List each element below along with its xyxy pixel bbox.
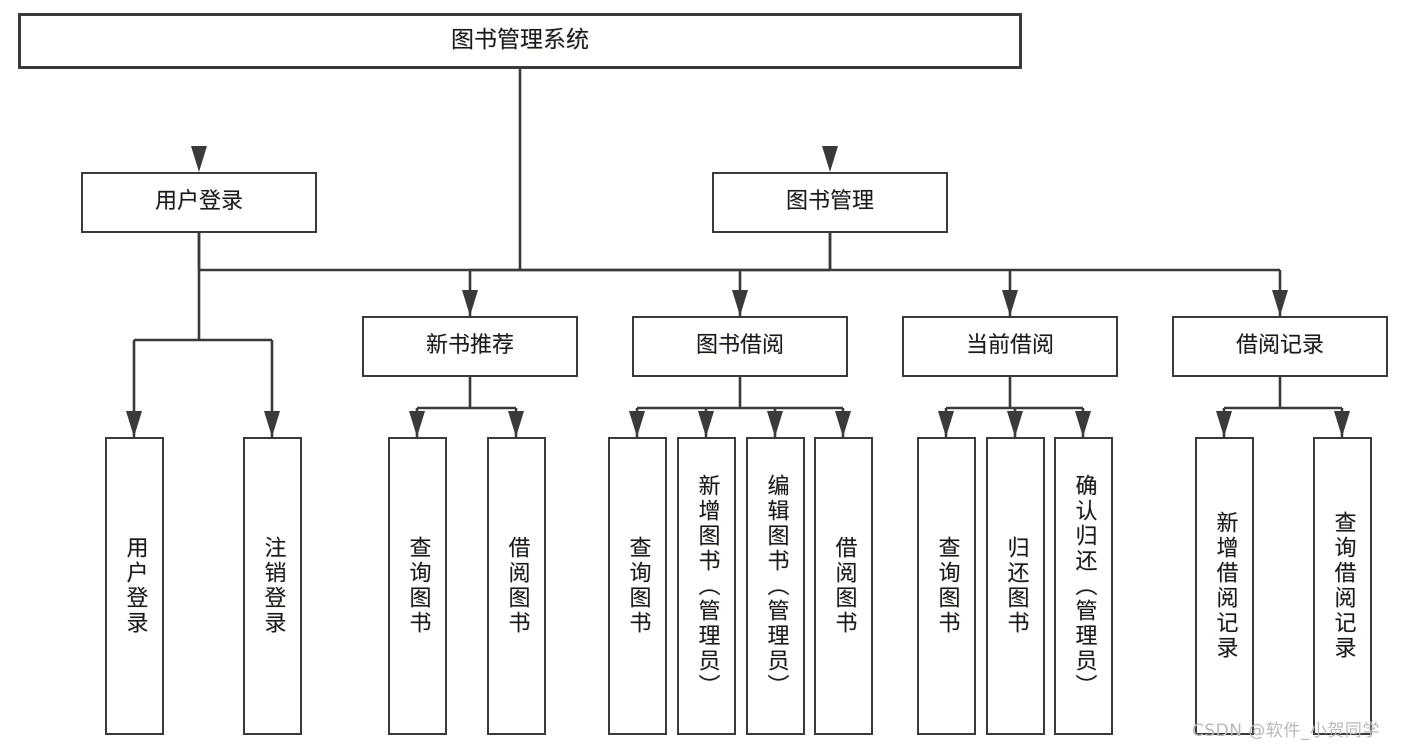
node-user-login[interactable]: 用户登录 [81, 172, 317, 233]
arrowhead-user-login-bus-1 [264, 411, 280, 437]
node-label-leaf-user-logout: 注销登录 [260, 536, 286, 636]
arrowhead-current-borrow-bus-1 [1007, 411, 1023, 437]
arrowhead-book-borrow-bus-1 [698, 411, 714, 437]
arrowhead-root-bus-0 [191, 146, 207, 172]
arrowhead-borrow-record-bus-0 [1216, 411, 1232, 437]
node-label-current-borrow: 当前借阅 [965, 333, 1054, 359]
arrowhead-new-book-bus-1 [508, 411, 524, 437]
node-label-leaf-edit-book: 编辑图书（管理员） [763, 473, 789, 699]
node-leaf-add-borrow-record[interactable]: 新增借阅记录 [1195, 437, 1254, 735]
watermark-label: CSDN @软件_小贺同学 [1192, 721, 1380, 741]
node-label-leaf-add-book: 新增图书（管理员） [694, 473, 720, 699]
node-label-leaf-query-borrow-record: 查询借阅记录 [1330, 511, 1356, 661]
node-leaf-edit-book[interactable]: 编辑图书（管理员） [746, 437, 805, 735]
arrowhead-borrow-record-bus-1 [1334, 411, 1350, 437]
arrowhead-current-borrow-bus-2 [1075, 411, 1091, 437]
arrowhead-current-borrow-bus-0 [938, 411, 954, 437]
node-leaf-user-login[interactable]: 用户登录 [105, 437, 164, 735]
arrowhead-root-bus-1 [822, 146, 838, 172]
node-leaf-query-book-3[interactable]: 查询图书 [917, 437, 976, 735]
node-leaf-borrow-book-1[interactable]: 借阅图书 [487, 437, 546, 735]
node-leaf-return-book[interactable]: 归还图书 [986, 437, 1045, 735]
node-label-leaf-query-book-1: 查询图书 [405, 536, 431, 636]
node-leaf-borrow-book-2[interactable]: 借阅图书 [814, 437, 873, 735]
node-leaf-confirm-return[interactable]: 确认归还（管理员） [1054, 437, 1113, 735]
node-label-book-borrow: 图书借阅 [695, 333, 784, 359]
node-label-leaf-add-borrow-record: 新增借阅记录 [1212, 511, 1238, 661]
node-leaf-add-book[interactable]: 新增图书（管理员） [677, 437, 736, 735]
node-label-borrow-record: 借阅记录 [1235, 333, 1324, 359]
node-label-leaf-borrow-book-1: 借阅图书 [504, 536, 530, 636]
node-book-management[interactable]: 图书管理 [712, 172, 948, 233]
arrowhead-book-management-bus-1 [732, 290, 748, 316]
arrowhead-book-borrow-bus-0 [629, 411, 645, 437]
arrowhead-book-borrow-bus-3 [835, 411, 851, 437]
arrowhead-user-login-bus-0 [126, 411, 142, 437]
node-label-user-login: 用户登录 [154, 189, 243, 215]
node-new-book-recommend[interactable]: 新书推荐 [362, 316, 578, 377]
node-current-borrow[interactable]: 当前借阅 [902, 316, 1118, 377]
arrowhead-book-management-bus-3 [1272, 290, 1288, 316]
node-leaf-query-borrow-record[interactable]: 查询借阅记录 [1313, 437, 1372, 735]
arrowhead-book-management-bus-2 [1002, 290, 1018, 316]
node-label-leaf-return-book: 归还图书 [1003, 536, 1029, 636]
node-label-leaf-query-book-3: 查询图书 [934, 536, 960, 636]
node-leaf-query-book-1[interactable]: 查询图书 [388, 437, 447, 735]
node-label-new-book-recommend: 新书推荐 [425, 333, 514, 359]
node-label-book-management: 图书管理 [785, 189, 874, 215]
node-root[interactable]: 图书管理系统 [18, 13, 1022, 69]
arrowhead-book-borrow-bus-2 [767, 411, 783, 437]
node-leaf-user-logout[interactable]: 注销登录 [243, 437, 302, 735]
node-label-leaf-user-login: 用户登录 [122, 536, 148, 636]
node-book-borrow[interactable]: 图书借阅 [632, 316, 848, 377]
node-label-leaf-borrow-book-2: 借阅图书 [831, 536, 857, 636]
arrowhead-new-book-bus-0 [409, 411, 425, 437]
node-label-leaf-query-book-2: 查询图书 [625, 536, 651, 636]
node-label-leaf-confirm-return: 确认归还（管理员） [1071, 473, 1097, 699]
node-leaf-query-book-2[interactable]: 查询图书 [608, 437, 667, 735]
node-label-root: 图书管理系统 [451, 27, 589, 54]
node-borrow-record[interactable]: 借阅记录 [1172, 316, 1388, 377]
arrowhead-book-management-bus-0 [462, 290, 478, 316]
